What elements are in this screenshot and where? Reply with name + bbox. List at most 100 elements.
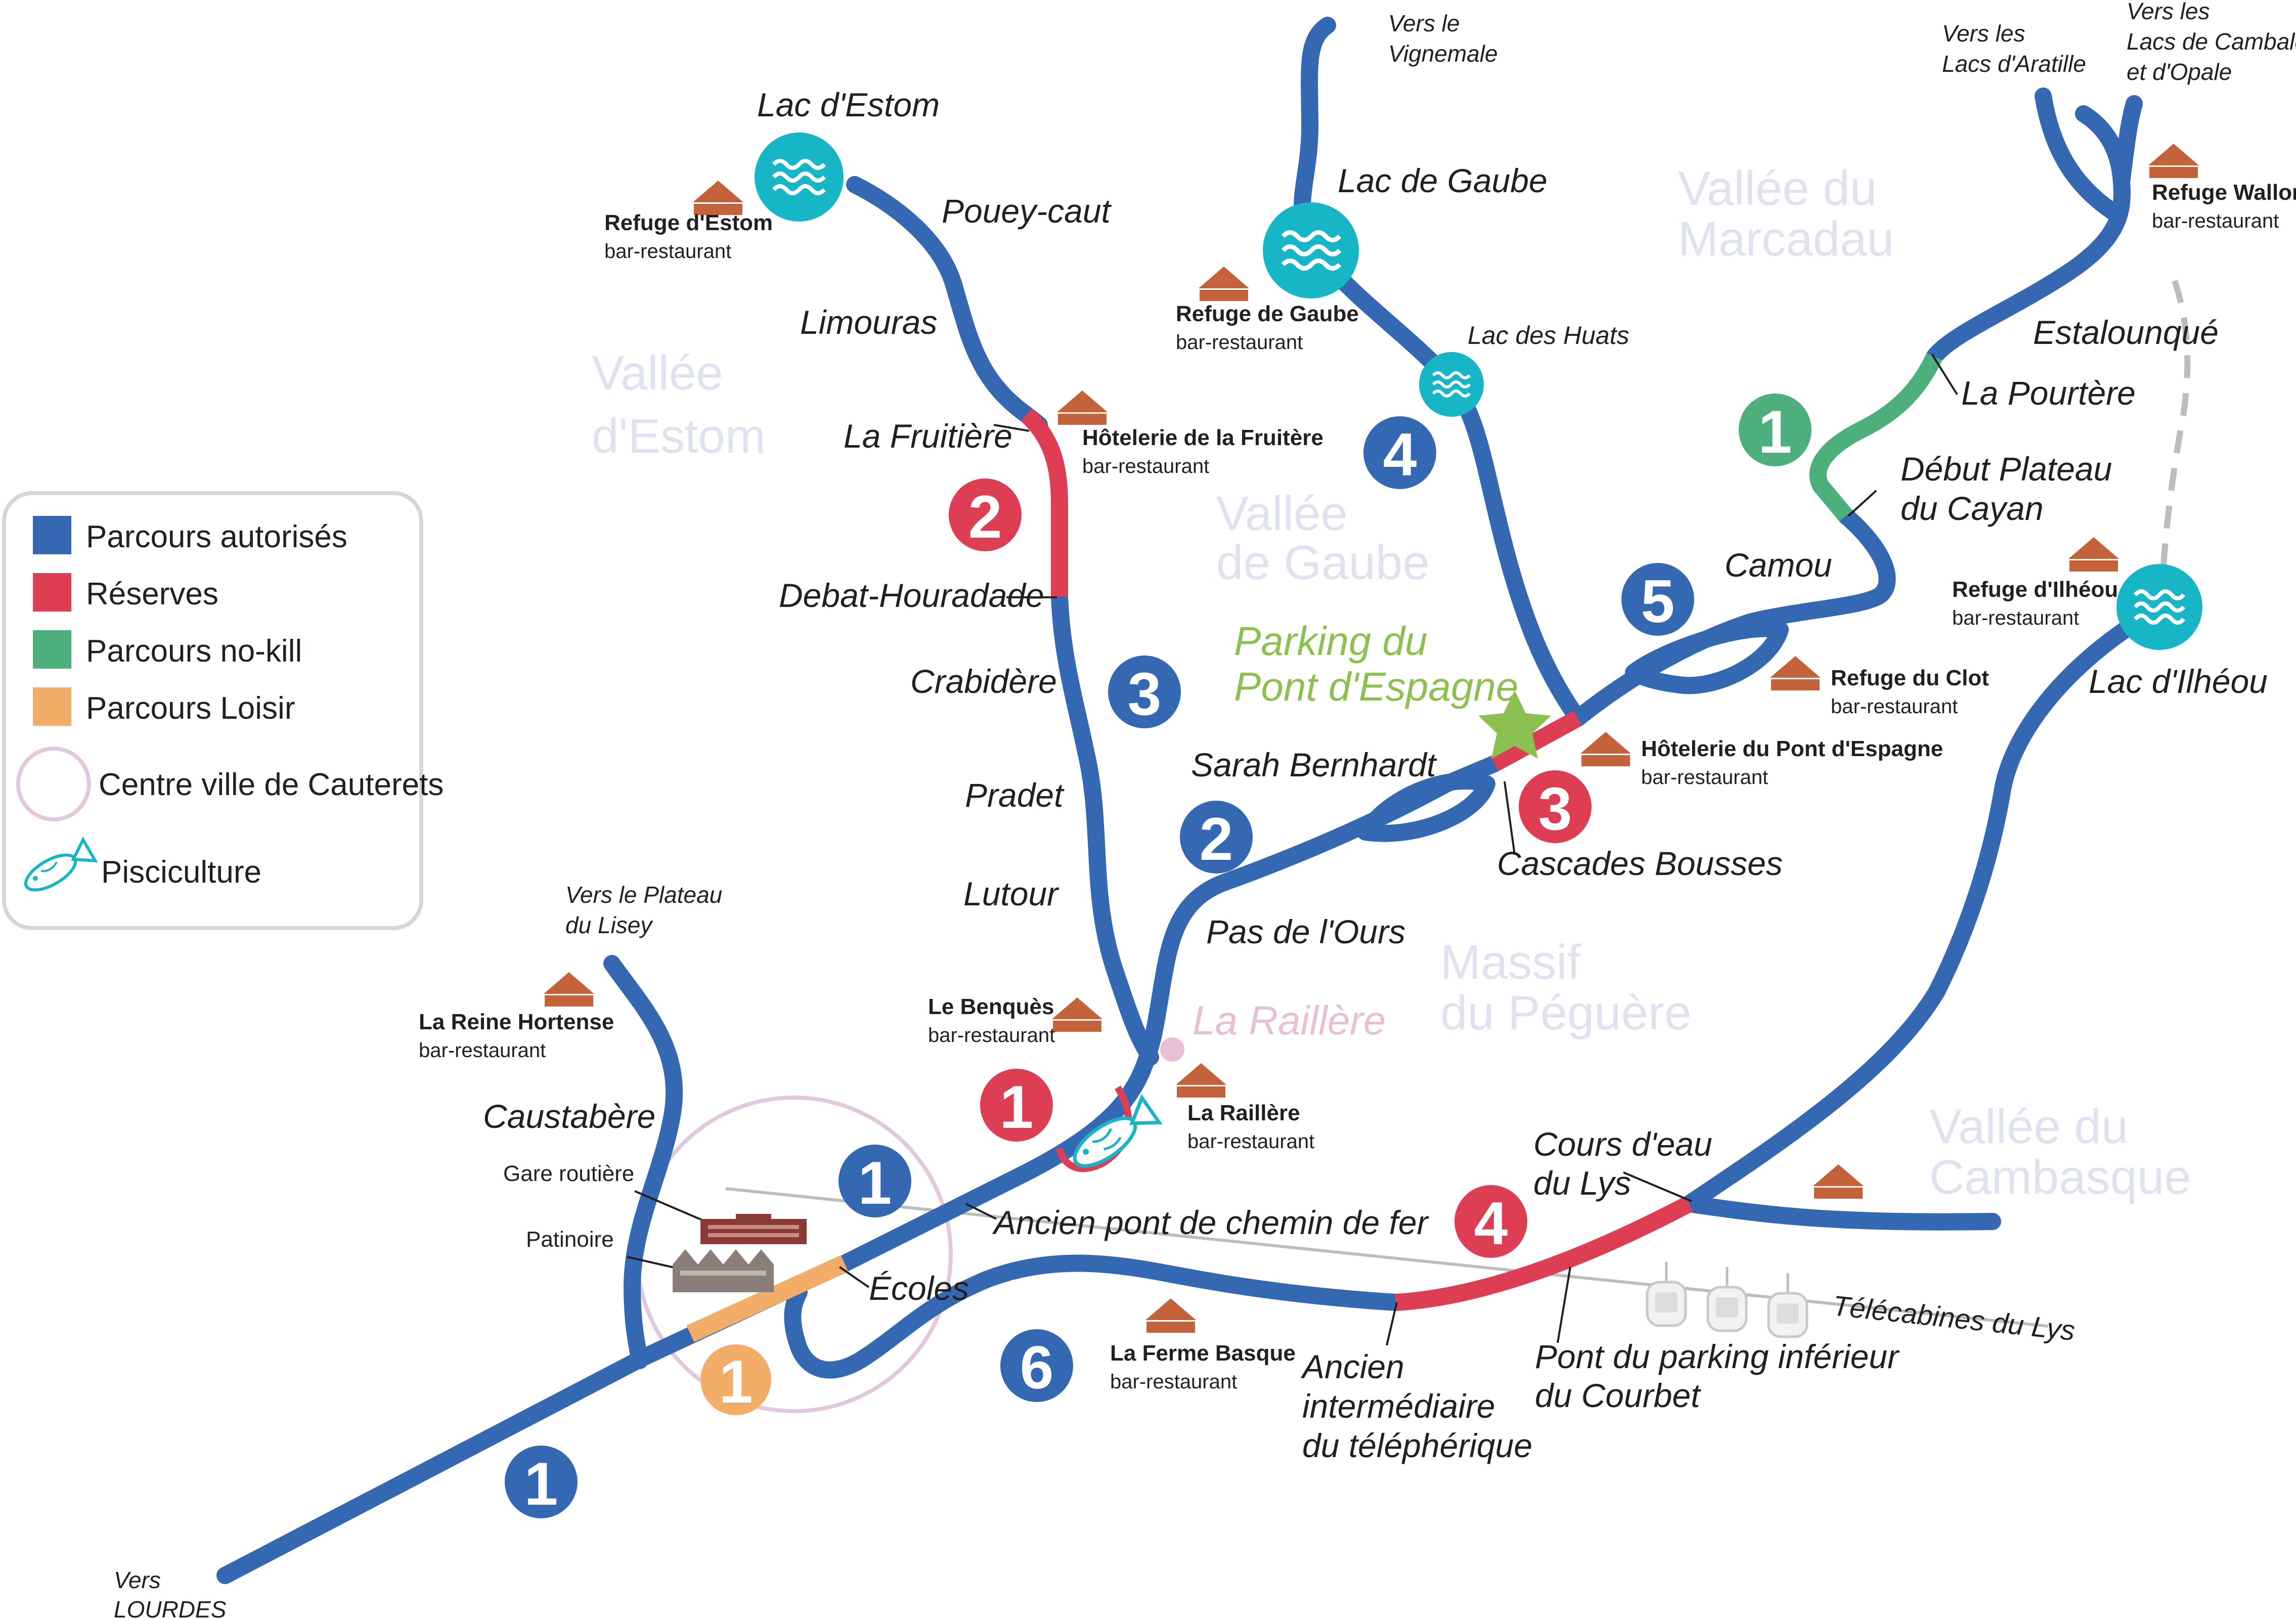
badge-number: 1: [1000, 1073, 1034, 1141]
gondola-icon: [1706, 1267, 1748, 1332]
raillere-group: La Raillère: [1160, 998, 1386, 1062]
river-upper-marcadau: [1926, 105, 2131, 365]
badge-circle: [505, 1446, 578, 1518]
badge-circle: [1519, 770, 1592, 843]
lake-estom-label: Lac d'Estom: [757, 86, 940, 123]
badge-circle: [1000, 1329, 1073, 1402]
place-pas-de-lours: Pas de l'Ours: [1206, 913, 1405, 950]
river-lutour: [1051, 588, 1159, 1066]
refuge-house-icon: [1199, 267, 1249, 301]
direction-vignemale-2: Vignemale: [1388, 40, 1498, 67]
badge-autorise-6: 6: [1000, 1329, 1073, 1402]
badge-number: 6: [1020, 1334, 1054, 1402]
lake-huats-label: Lac des Huats: [1468, 321, 1629, 349]
valley-gaube-2: de Gaube: [1216, 536, 1430, 590]
place-limouras: Limouras: [800, 303, 937, 341]
parking-label-1: Parking du: [1234, 619, 1427, 664]
place-ancien-inter-3: du téléphérique: [1302, 1427, 1532, 1464]
place-cascades-bousses: Cascades Bousses: [1497, 845, 1783, 882]
legend-centre-ville-icon: [16, 747, 91, 821]
badge-circle: [1108, 655, 1181, 728]
river-cambales: [2113, 95, 2143, 191]
place-la-pourtere: La Pourtère: [1961, 374, 2136, 412]
valley-marcadau-2: Marcadau: [1678, 212, 1894, 266]
badge-circle: [949, 478, 1022, 551]
place-cours-lys-1: Cours d'eau: [1533, 1125, 1712, 1163]
place-la-fruitiere: La Fruitière: [844, 417, 1012, 455]
legend-label-autorise: Parcours autorisés: [86, 519, 347, 554]
badge-circle: [1739, 393, 1812, 466]
badge-number: 4: [1474, 1190, 1508, 1257]
parking-label-2: Pont d'Espagne: [1234, 664, 1518, 709]
place-labels: Pouey-caut Limouras La Fruitière Debat-H…: [483, 192, 2219, 1464]
refuge-benques-name: Le Benquès: [928, 994, 1054, 1019]
legend-swatch-nokill: [33, 630, 71, 669]
place-pont-parking-1: Pont du parking inférieur: [1535, 1338, 1900, 1375]
lake-icon: [755, 133, 844, 222]
refuge-house-icon: [1145, 1298, 1196, 1333]
valley-estom-1: Vallée: [592, 346, 723, 400]
lake-gaube-label: Lac de Gaube: [1338, 162, 1548, 199]
valley-cambasque-2: Cambasque: [1929, 1150, 2191, 1204]
place-pont-parking-2: du Courbet: [1535, 1377, 1701, 1414]
direction-aratille-2: Lacs d'Aratille: [1942, 51, 2086, 77]
raillere-dot: [1160, 1037, 1184, 1062]
valley-gaube-1: Vallée: [1216, 487, 1348, 541]
badge-circle: [700, 1344, 771, 1415]
refuge-fruitere-name: Hôtelerie de la Fruitère: [1082, 425, 1323, 450]
badge-loisir-1: 1: [700, 1344, 771, 1416]
refuge-clot-name: Refuge du Clot: [1831, 666, 1989, 690]
direction-lourdes-1: Vers: [114, 1567, 161, 1593]
segment-reserve-4: [1395, 1196, 1693, 1311]
place-sarah-bernhardt: Sarah Bernhardt: [1191, 746, 1437, 783]
gondola-icon: [1767, 1273, 1808, 1338]
direction-cambales-3: et d'Opale: [2127, 59, 2232, 85]
segment-loisir: [686, 1255, 849, 1342]
parking-star-icon: [1478, 690, 1551, 759]
badge-circle: [1180, 801, 1253, 873]
lake-ilheou-label: Lac d'Ilhéou: [2089, 663, 2268, 700]
special-segments: [686, 353, 1942, 1342]
refuge-pont-espagne-name: Hôtelerie du Pont d'Espagne: [1641, 736, 1943, 761]
river-cambasque: [1681, 1195, 2001, 1231]
refuge-reine-hortense-sub: bar-restaurant: [419, 1039, 546, 1062]
place-crabidere: Crabidère: [910, 663, 1057, 700]
refuge-house-icon: [1057, 390, 1108, 425]
legend-swatch-reserve: [33, 573, 71, 611]
leader-lines: [627, 353, 1958, 1346]
refuge-wallon-sub: bar-restaurant: [2152, 210, 2279, 232]
badge-number: 1: [1758, 398, 1792, 466]
badge-reserve-3: 3: [1519, 770, 1592, 843]
gare-routiere-icon: [700, 1214, 807, 1244]
refuge-ilheou-name: Refuge d'Ilhéou: [1952, 577, 2118, 602]
badge-autorise-2: 2: [1180, 801, 1253, 873]
massif-peguere-1: Massif: [1440, 935, 1581, 989]
refuge-pont-espagne-sub: bar-restaurant: [1641, 766, 1768, 789]
river-estom-upper: [846, 176, 1048, 433]
badge-autorise-4: 4: [1363, 416, 1436, 489]
badge-circle: [980, 1069, 1053, 1142]
place-ancien-inter-1: Ancien: [1300, 1348, 1404, 1385]
place-patinoire: Patinoire: [526, 1227, 614, 1252]
badge-autorise-3: 3: [1108, 655, 1181, 728]
badge-number: 2: [1200, 805, 1233, 873]
badge-autorise-1: 1: [838, 1145, 911, 1217]
place-ancien-inter-2: intermédiaire: [1302, 1387, 1495, 1425]
refuge-raillere-name: La Raillère: [1187, 1101, 1300, 1125]
badge-nokill-1: 1: [1739, 393, 1812, 466]
river-braid-sarah: [1357, 772, 1495, 842]
legend: Parcours autorisés Réserves Parcours no-…: [2, 491, 444, 930]
refuge-estom-sub: bar-restaurant: [604, 240, 731, 262]
refuge-reine-hortense-name: La Reine Hortense: [419, 1010, 614, 1034]
direction-lisey-2: du Lisey: [565, 912, 653, 938]
badge-circle: [1363, 416, 1436, 489]
river-lisey: [603, 955, 683, 1369]
badge-number: 4: [1383, 421, 1417, 489]
badge-number: 1: [719, 1348, 753, 1416]
lake-icon: [2116, 564, 2202, 650]
place-cours-lys-2: du Lys: [1533, 1164, 1631, 1202]
refuge-house-icon: [1813, 1164, 1864, 1199]
refuge-house-icon: [2068, 537, 2119, 572]
refuge-house-icon: [544, 972, 594, 1007]
